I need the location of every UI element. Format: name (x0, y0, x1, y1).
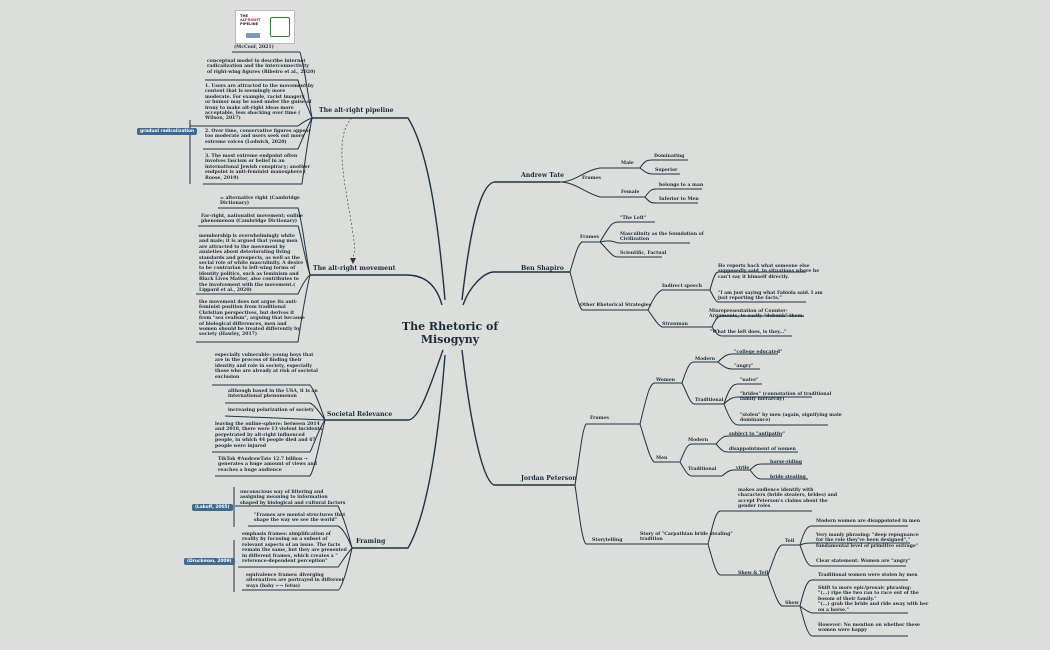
tate-superior[interactable]: Superior (655, 168, 678, 173)
peterson-angry[interactable]: "angry" (734, 364, 754, 369)
branch-ben-shapiro[interactable]: Ben Shapiro (521, 265, 564, 272)
connector-movement (310, 274, 443, 306)
peterson-tell-3[interactable]: Clear statement: Women are "angry" (816, 559, 911, 564)
peterson-tell-1[interactable]: Modern women are disappointed in men (816, 519, 921, 524)
pipeline-illustration: THE ALT-RIGHT PIPELINE (235, 10, 295, 44)
shapiro-strawman-2[interactable]: "What the left does, is they..." (710, 330, 787, 335)
lakoff-tag[interactable]: (Lakoff, 2005) (192, 504, 233, 511)
branch-jordan-peterson[interactable]: Jordan Peterson (521, 475, 577, 482)
gradual-radicalization-tag[interactable]: gradual radicalization (137, 128, 198, 135)
central-line-1: The Rhetoric of (401, 320, 499, 333)
illustration-title-3: PIPELINE (240, 22, 259, 26)
peterson-disappointment[interactable]: disappointment of women (729, 447, 796, 452)
shapiro-frames[interactable]: Frames (580, 235, 599, 240)
illustration-title-2: ALT-RIGHT (240, 18, 261, 22)
pipeline-note-3[interactable]: 2. Over time, conservative figures appea… (205, 129, 311, 145)
peterson-antipathy[interactable]: subject to "antipathy" (729, 432, 786, 437)
peterson-virile[interactable]: virile (736, 466, 750, 471)
peterson-bride-stealing[interactable]: bride stealing (770, 475, 806, 480)
societal-note-3[interactable]: increasing polarization of society (228, 408, 314, 413)
branch-societal-relevance[interactable]: Societal Relevance (327, 411, 393, 418)
shapiro-indirect-2[interactable]: "I am just saying what Fabiola said. I a… (718, 291, 823, 302)
connector-framing (352, 354, 446, 549)
branch-framing[interactable]: Framing (356, 538, 386, 545)
tate-inferior[interactable]: Inferior to Men (659, 197, 699, 202)
central-topic[interactable]: The Rhetoric of Misogyny (398, 320, 502, 346)
peterson-story[interactable]: Story of "Carpathian bride stealing"trad… (640, 532, 733, 543)
peterson-college[interactable]: "college educated" (734, 350, 783, 355)
central-line-2: Misogyny (420, 333, 480, 346)
shapiro-indirect-speech[interactable]: Indirect speech (662, 284, 703, 289)
shapiro-other-strategies[interactable]: Other Rhetorical Strategies (580, 303, 652, 308)
branch-andrew-tate[interactable]: Andrew Tate (521, 172, 565, 179)
connector-peterson (461, 349, 575, 486)
illustration-pipe-icon (270, 17, 290, 37)
shapiro-scientific[interactable]: Scientific, Factual (620, 251, 667, 256)
peterson-horse-riding[interactable]: horse-riding (770, 460, 802, 465)
shapiro-the-left[interactable]: "The Left" (620, 216, 647, 221)
tate-frames[interactable]: Frames (582, 176, 601, 181)
pipeline-note-2[interactable]: 1. Users are attracted to the movement b… (205, 84, 314, 122)
illustration-title-1: THE (240, 14, 248, 18)
image-caption: (McCool, 2021) (234, 45, 274, 50)
peterson-men-modern[interactable]: Modern (688, 438, 709, 443)
peterson-show-tell[interactable]: Show & Tell (738, 571, 769, 576)
connector-societal (325, 349, 444, 421)
peterson-show-1[interactable]: Traditional women were stolen by men (818, 573, 918, 578)
movement-note-4[interactable]: the movement does not argue its anti-fem… (199, 300, 305, 338)
peterson-storytelling[interactable]: Storytelling (592, 538, 623, 543)
illustration-block-icon (246, 33, 260, 38)
peterson-women-modern[interactable]: Modern (695, 357, 716, 362)
peterson-naive[interactable]: "naive" (740, 378, 759, 383)
connector-pipeline (312, 117, 446, 301)
peterson-women-traditional[interactable]: Traditional (695, 398, 724, 403)
peterson-men[interactable]: Men (656, 456, 668, 461)
connector-shapiro (462, 271, 570, 306)
peterson-frames[interactable]: Frames (590, 416, 609, 421)
tate-female[interactable]: Female (621, 190, 640, 195)
branch-alt-right-pipeline[interactable]: The alt-right pipeline (319, 107, 394, 114)
peterson-tell[interactable]: Tell (785, 539, 795, 544)
tate-dominating[interactable]: Dominating (654, 154, 685, 159)
peterson-men-traditional[interactable]: Traditional (688, 467, 717, 472)
peterson-women[interactable]: Women (656, 378, 675, 383)
branch-alt-right-movement[interactable]: The alt-right movement (313, 265, 396, 272)
pipeline-to-movement-arrow (341, 117, 356, 263)
druckman-tag[interactable]: (Druckman, 2009) (184, 558, 235, 565)
connector-tate (461, 181, 560, 301)
tate-male[interactable]: Male (621, 161, 634, 166)
shapiro-strawman-1[interactable]: Misrepresentation of Counter-Arguments, … (709, 309, 805, 320)
peterson-show[interactable]: Show (785, 601, 799, 606)
societal-note-5[interactable]: TikTok #AndrewTate 12.7 billion →generat… (218, 457, 317, 473)
tate-belongs[interactable]: belongs to a man (659, 183, 704, 188)
shapiro-strawman[interactable]: Strawman (662, 322, 688, 327)
peterson-show-2[interactable]: Shift to more epic/prosaic phrasing:"(..… (818, 586, 929, 613)
